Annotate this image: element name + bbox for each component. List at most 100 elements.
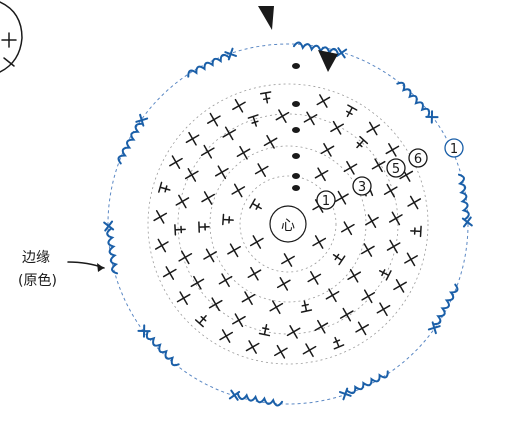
edge-round-marker-1: 1 (445, 139, 463, 157)
hdc-stitch-symbol (300, 300, 312, 312)
sc-stitch-symbol (308, 272, 320, 284)
edging-chain-loop (104, 222, 119, 275)
center-label: 心 (281, 218, 295, 234)
sc-stitch-symbol (287, 326, 299, 338)
hdc-stitch-symbol (343, 105, 357, 119)
partial-motif-top-left (0, 2, 22, 72)
sc-stitch-symbol (317, 95, 329, 107)
sc-stitch-symbol (342, 222, 354, 234)
round-marker-1: 1 (317, 191, 335, 209)
sc-stitch-symbol (164, 267, 176, 279)
sc-stitch-symbol (219, 274, 231, 286)
svg-text:3: 3 (358, 180, 366, 195)
sc-stitch-symbol (242, 292, 254, 304)
sc-stitch-symbol (366, 215, 378, 227)
sc-stitch-symbol (276, 110, 288, 122)
hdc-stitch-symbol (331, 251, 345, 265)
round-marker-6: 6 (409, 149, 427, 167)
hdc-stitch-symbol (223, 214, 234, 225)
sc-stitch-symbol (186, 133, 198, 145)
sc-stitch-symbol (315, 168, 327, 180)
sc-stitch-symbol (179, 251, 191, 263)
round-marker-3: 3 (353, 177, 371, 195)
sc-stitch-symbol (282, 254, 294, 266)
hdc-stitch-symbol (411, 226, 422, 237)
sc-stitch-symbol (251, 236, 263, 248)
sc-stitch-symbol (176, 195, 188, 207)
hdc-stitch-symbol (250, 199, 264, 213)
sc-stitch-symbol (336, 192, 348, 204)
edging-chain-loop (186, 49, 236, 79)
sc-stitch-symbol (170, 156, 182, 168)
hdc-stitch-symbol (175, 224, 186, 235)
sc-stitch-symbol (154, 211, 166, 223)
sc-stitch-symbol (191, 277, 203, 289)
sc-stitch-symbol (202, 192, 214, 204)
edging-chain-loop (230, 391, 283, 408)
sc-stitch-symbol (315, 321, 327, 333)
sc-stitch-symbol (303, 344, 315, 356)
sc-stitch-symbol (232, 184, 244, 196)
sc-stitch-symbol (390, 212, 402, 224)
edging-chain-loop (340, 370, 390, 400)
sc-stitch-symbol (202, 146, 214, 158)
hdc-stitch-symbol (260, 324, 272, 336)
hdc-stitch-symbol (248, 115, 261, 128)
sc-stitch-symbol (178, 292, 190, 304)
sc-stitch-symbol (372, 159, 384, 171)
sc-stitch-symbol (331, 122, 343, 134)
sc-stitch-symbol (247, 341, 259, 353)
round-marker-5: 5 (387, 159, 405, 177)
hdc-stitch-symbol (159, 182, 171, 194)
sc-stitch-symbol (204, 249, 216, 261)
edging-chain-loop (138, 325, 180, 368)
sc-stitch-symbol (270, 301, 282, 313)
sc-stitch-symbol (362, 290, 374, 302)
svg-text:6: 6 (414, 152, 422, 167)
sc-stitch-symbol (385, 185, 397, 197)
sc-stitch-symbol (377, 303, 389, 315)
hdc-stitch-symbol (353, 137, 367, 151)
sc-stitch-symbol (228, 244, 240, 256)
sc-stitch-symbol (156, 239, 168, 251)
hdc-stitch-symbol (331, 336, 344, 349)
sc-stitch-symbol (367, 122, 379, 134)
edge-label-line1: 边缘 (22, 250, 50, 266)
hdc-stitch-symbol (199, 222, 209, 232)
svg-text:1: 1 (450, 142, 458, 157)
slip-stitch-column (292, 63, 300, 191)
sc-stitch-symbol (313, 236, 325, 248)
sc-stitch-symbol (304, 112, 316, 124)
sc-stitch-symbol (405, 253, 417, 265)
sc-stitch-symbol (356, 322, 368, 334)
sc-stitch-symbol (210, 298, 222, 310)
sc-stitch-symbol (394, 280, 406, 292)
svg-text:5: 5 (392, 162, 400, 177)
edging-chain-loop (115, 115, 147, 165)
sc-stitch-symbol (388, 240, 400, 252)
edge-label-line2: (原色) (18, 272, 57, 289)
sc-stitch-symbol (233, 314, 245, 326)
sc-stitch-symbol (321, 144, 333, 156)
hdc-stitch-symbol (261, 92, 273, 104)
sc-stitch-symbol (237, 147, 249, 159)
sc-stitch-symbol (362, 244, 374, 256)
sc-stitch-symbol (408, 196, 420, 208)
sc-stitch-symbol (208, 114, 220, 126)
sc-stitch-symbol (278, 278, 290, 290)
edging-chain-loop (294, 40, 347, 57)
hdc-stitch-symbol (196, 312, 210, 326)
edging-chain-loop (457, 174, 472, 227)
start-marker-inner (318, 50, 338, 72)
sc-stitch-symbol (248, 268, 260, 280)
sc-stitch-symbol (275, 346, 287, 358)
sc-stitch-symbol (256, 164, 268, 176)
sc-stitch-symbol (386, 144, 398, 156)
svg-text:1: 1 (322, 194, 330, 209)
sc-stitch-symbol (220, 330, 232, 342)
sc-stitch-symbol (344, 162, 356, 174)
edging-chain-loop (429, 284, 461, 334)
edging-chain-loop (396, 79, 438, 122)
start-marker-edging (258, 6, 274, 30)
